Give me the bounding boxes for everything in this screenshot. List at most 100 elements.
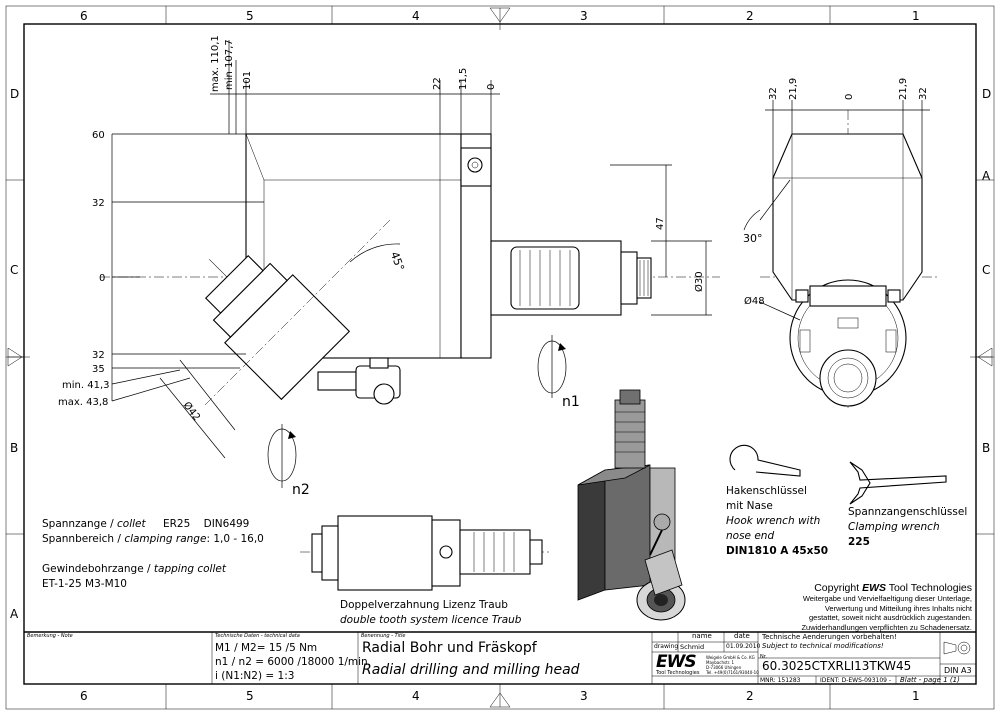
col-label: 6	[80, 9, 88, 23]
dim-32-l: 32	[768, 87, 779, 100]
row-label: C	[10, 263, 18, 277]
tb-blatt: Blatt - page 1 (1)	[900, 676, 960, 684]
copyright-l4: Zuwiderhandlungen verpflichten zu Schade…	[801, 622, 972, 632]
dim-0: 0	[486, 84, 497, 90]
col-label: 4	[412, 689, 420, 703]
row-label: C	[982, 263, 990, 277]
tap-en: tapping collet	[153, 563, 226, 575]
col-label: 2	[746, 689, 754, 703]
specs-block: Spannzange / collet ER25 DIN6499 Spannbe…	[42, 517, 264, 592]
tb-n-line: n1 / n2 = 6000 /18000 1/min	[215, 656, 368, 668]
row-label: A	[10, 607, 19, 621]
address-l2: Maybachstr. 1	[706, 660, 735, 665]
copyright-title: Copyright EWS Tool Technologies	[780, 582, 972, 594]
address-l3: D-73066 Uhingen	[706, 665, 742, 670]
dim-max-110: max. 110,1	[210, 35, 221, 92]
tb-title-de: Radial Bohr und Fräskopf	[362, 640, 537, 656]
centering-marks	[7, 7, 993, 708]
tb-tech-data: M1 / M2= 15 /5 Nm n1 / n2 = 6000 /18000 …	[215, 641, 368, 683]
ews-sub: Tool Technologies	[656, 670, 700, 676]
tb-address: Weigele GmbH & Co. KG Maybachstr. 1 D-73…	[706, 655, 759, 675]
dim-21-9-r: 21,9	[898, 78, 909, 100]
dim-101: 101	[242, 71, 253, 90]
angle-45: 45°	[388, 250, 407, 273]
col-label: 3	[580, 9, 588, 23]
tb-ben-label: Benennung - Title	[361, 633, 406, 639]
n2-label: n2	[292, 482, 310, 498]
tap-label: Gewindebohrzange /	[42, 563, 154, 575]
side-view: 45° max. 110,1 min 107,7 101 22 11,5 0	[58, 35, 720, 498]
clamp-l3: 225	[848, 536, 870, 548]
bottom-view	[300, 515, 550, 591]
tb-i-line: i (N1:N2) = 1:3	[215, 670, 295, 682]
collet-din: DIN6499	[203, 518, 250, 530]
clamp-l1: Spannzangenschlüssel	[848, 506, 968, 518]
col-label: 6	[80, 689, 88, 703]
dim-21-9-l: 21,9	[788, 78, 799, 100]
dim-d48: Ø48	[744, 295, 765, 307]
range-line: Spannbereich / clamping range: 1,0 - 16,…	[42, 532, 264, 547]
angle-30: 30°	[743, 232, 763, 245]
dim-32-bottom: 32	[92, 350, 105, 361]
clamp-l2: Clamping wrench	[848, 521, 940, 533]
hook-wrench	[729, 444, 801, 477]
dim-0-left: 0	[99, 273, 105, 284]
col-label: 5	[246, 689, 254, 703]
col-label: 1	[912, 689, 920, 703]
tb-ident: IDENT: D-EWS-093109 -	[820, 677, 892, 684]
clamp-wrench-note: Spannzangenschlüssel Clamping wrench 225	[848, 505, 967, 550]
col-label: 1	[912, 9, 920, 23]
collet-label: Spannzange /	[42, 518, 118, 530]
dim-min-41: min. 41,3	[62, 380, 109, 391]
dim-0-front: 0	[844, 94, 855, 100]
copyright-note: Copyright EWS Tool Technologies Weiterga…	[780, 582, 972, 632]
front-view: 32 21,9 0 21,9 32 30° Ø48	[743, 78, 940, 410]
tb-mnr: MNR: 151283	[760, 677, 801, 684]
row-label: D	[10, 87, 19, 101]
tb-part-no: 60.3025CTXRLI13TKW45	[762, 659, 912, 673]
tb-bemerkung: Bemerkung - Note	[27, 633, 73, 639]
tb-tech-label: Technische Daten - technical data	[215, 633, 300, 639]
hook-l3: Hook wrench with	[726, 515, 821, 527]
changes-en: Subject to technical modifications!	[762, 642, 884, 650]
ews-logo: EWS	[656, 652, 697, 672]
col-label: 2	[746, 9, 754, 23]
dim-47: 47	[655, 217, 666, 230]
tb-changes: Technische Aenderungen vorbehalten! Subj…	[762, 633, 897, 651]
copyright-l1: Weitergabe und Vervielfaeltigung dieser …	[802, 594, 972, 603]
clamp-wrench	[849, 461, 947, 505]
range-en: clamping range	[124, 533, 207, 545]
dim-d30: Ø30	[693, 271, 705, 292]
hook-l5: DIN1810 A 45x50	[726, 545, 829, 557]
hook-l4: nose end	[726, 530, 775, 542]
range-value: : 1,0 - 16,0	[206, 533, 264, 545]
tb-din: DIN A3	[944, 666, 972, 675]
copyright-pre: Copyright	[814, 582, 863, 594]
dim-32-top: 32	[92, 198, 105, 209]
copyright-l2: Verwertung und Mitteilung ihres Inhalts …	[824, 603, 972, 613]
col-label: 5	[246, 9, 254, 23]
n1-label: n1	[562, 394, 580, 410]
hook-l2: mit Nase	[726, 500, 773, 512]
tb-m-line: M1 / M2= 15 /5 Nm	[215, 642, 318, 654]
dim-min-107: min 107,7	[224, 39, 235, 90]
outer-frame	[5, 5, 995, 710]
hook-l1: Hakenschlüssel	[726, 485, 807, 497]
hook-wrench-note: Hakenschlüssel mit Nase Hook wrench with…	[726, 484, 828, 559]
frame-labels: 6 5 4 3 2 1 6 5 4 3 2 1 D C B A D C B A	[10, 9, 991, 703]
dim-22: 22	[432, 77, 443, 90]
row-label: D	[982, 87, 991, 101]
address-l4: Tel. +49(0)7161/93040-10	[706, 670, 759, 675]
collet-en: collet	[117, 518, 146, 530]
isometric-view	[577, 389, 686, 621]
col-label: 3	[580, 689, 588, 703]
dim-60: 60	[92, 130, 105, 141]
address-l1: Weigele GmbH & Co. KG	[706, 655, 755, 660]
traub-de: Doppelverzahnung Lizenz Traub	[340, 599, 508, 611]
collet-line: Spannzange / collet ER25 DIN6499	[42, 517, 264, 532]
dim-d42: Ø42	[181, 399, 203, 423]
tb-nr-label: Nr.	[760, 654, 767, 660]
row-label: A	[982, 169, 991, 183]
tb-drawing-date: 01.09.2010	[726, 643, 761, 650]
copyright-l3: gestattet, soweit nicht ausdrücklich zug…	[808, 613, 972, 622]
